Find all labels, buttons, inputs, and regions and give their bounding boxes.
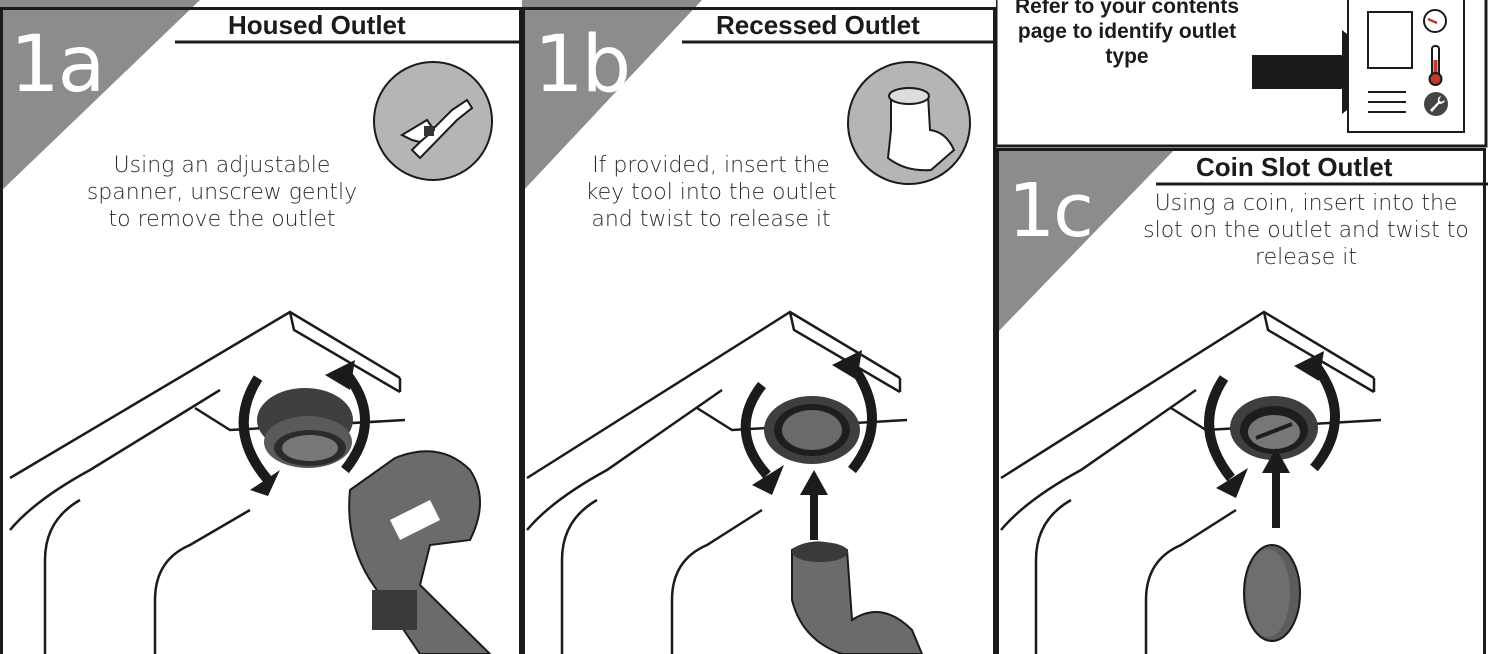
spanner (349, 451, 490, 654)
panel-recessed-outlet: 1b Recessed Outlet If provided, insert t… (522, 0, 996, 654)
panel-housed-outlet: 1a Housed Outlet Using an adjustable spa… (0, 0, 522, 654)
panel-coin-slot-outlet: 1c Coin Slot Outlet Using a coin, insert… (996, 148, 1488, 654)
step-number: 1b (534, 26, 629, 104)
reference-box: Refer to your contents page to identify … (996, 0, 1488, 148)
aerator-outlet (257, 388, 353, 468)
panel-title: Recessed Outlet (716, 12, 920, 38)
key-tool-icon (846, 60, 972, 186)
tap-spout (10, 312, 405, 654)
adjustable-spanner-icon (372, 60, 494, 182)
aerator-outlet (764, 396, 860, 464)
instruction-text: Using a coin, insert into the slot on th… (1136, 190, 1476, 271)
panel-title: Housed Outlet (228, 12, 406, 38)
spanner-icon (1422, 90, 1450, 118)
reference-text: Refer to your contents page to identify … (1002, 0, 1252, 69)
pressure-gauge-icon (1422, 8, 1448, 34)
step-number: 1a (10, 26, 103, 104)
tap-spout (1001, 312, 1381, 654)
instruction-text: If provided, insert the key tool into th… (576, 152, 846, 233)
step-number: 1c (1008, 174, 1092, 248)
aerator-outlet (1230, 396, 1318, 460)
key-tool (792, 542, 922, 654)
thermometer-icon (1424, 44, 1446, 88)
instruction-text: Using an adjustable spanner, unscrew gen… (82, 152, 362, 233)
panel-title: Coin Slot Outlet (1196, 154, 1392, 180)
coin (1244, 545, 1300, 641)
